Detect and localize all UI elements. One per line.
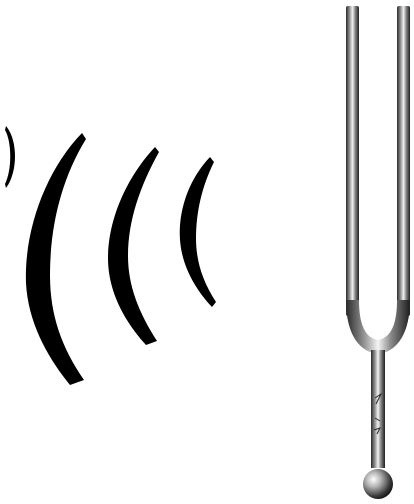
sound-waves bbox=[5, 126, 216, 385]
fork-ball-tip bbox=[363, 469, 393, 499]
sound-wave-2 bbox=[26, 133, 86, 385]
sound-wave-3 bbox=[108, 147, 159, 345]
fork-right-prong bbox=[397, 6, 410, 316]
fork-bend bbox=[346, 300, 410, 354]
tuning-fork bbox=[346, 6, 410, 499]
sound-wave-4 bbox=[180, 157, 216, 307]
sound-wave-1 bbox=[5, 126, 15, 188]
fork-left-prong bbox=[346, 6, 359, 316]
fork-stem bbox=[371, 350, 385, 468]
